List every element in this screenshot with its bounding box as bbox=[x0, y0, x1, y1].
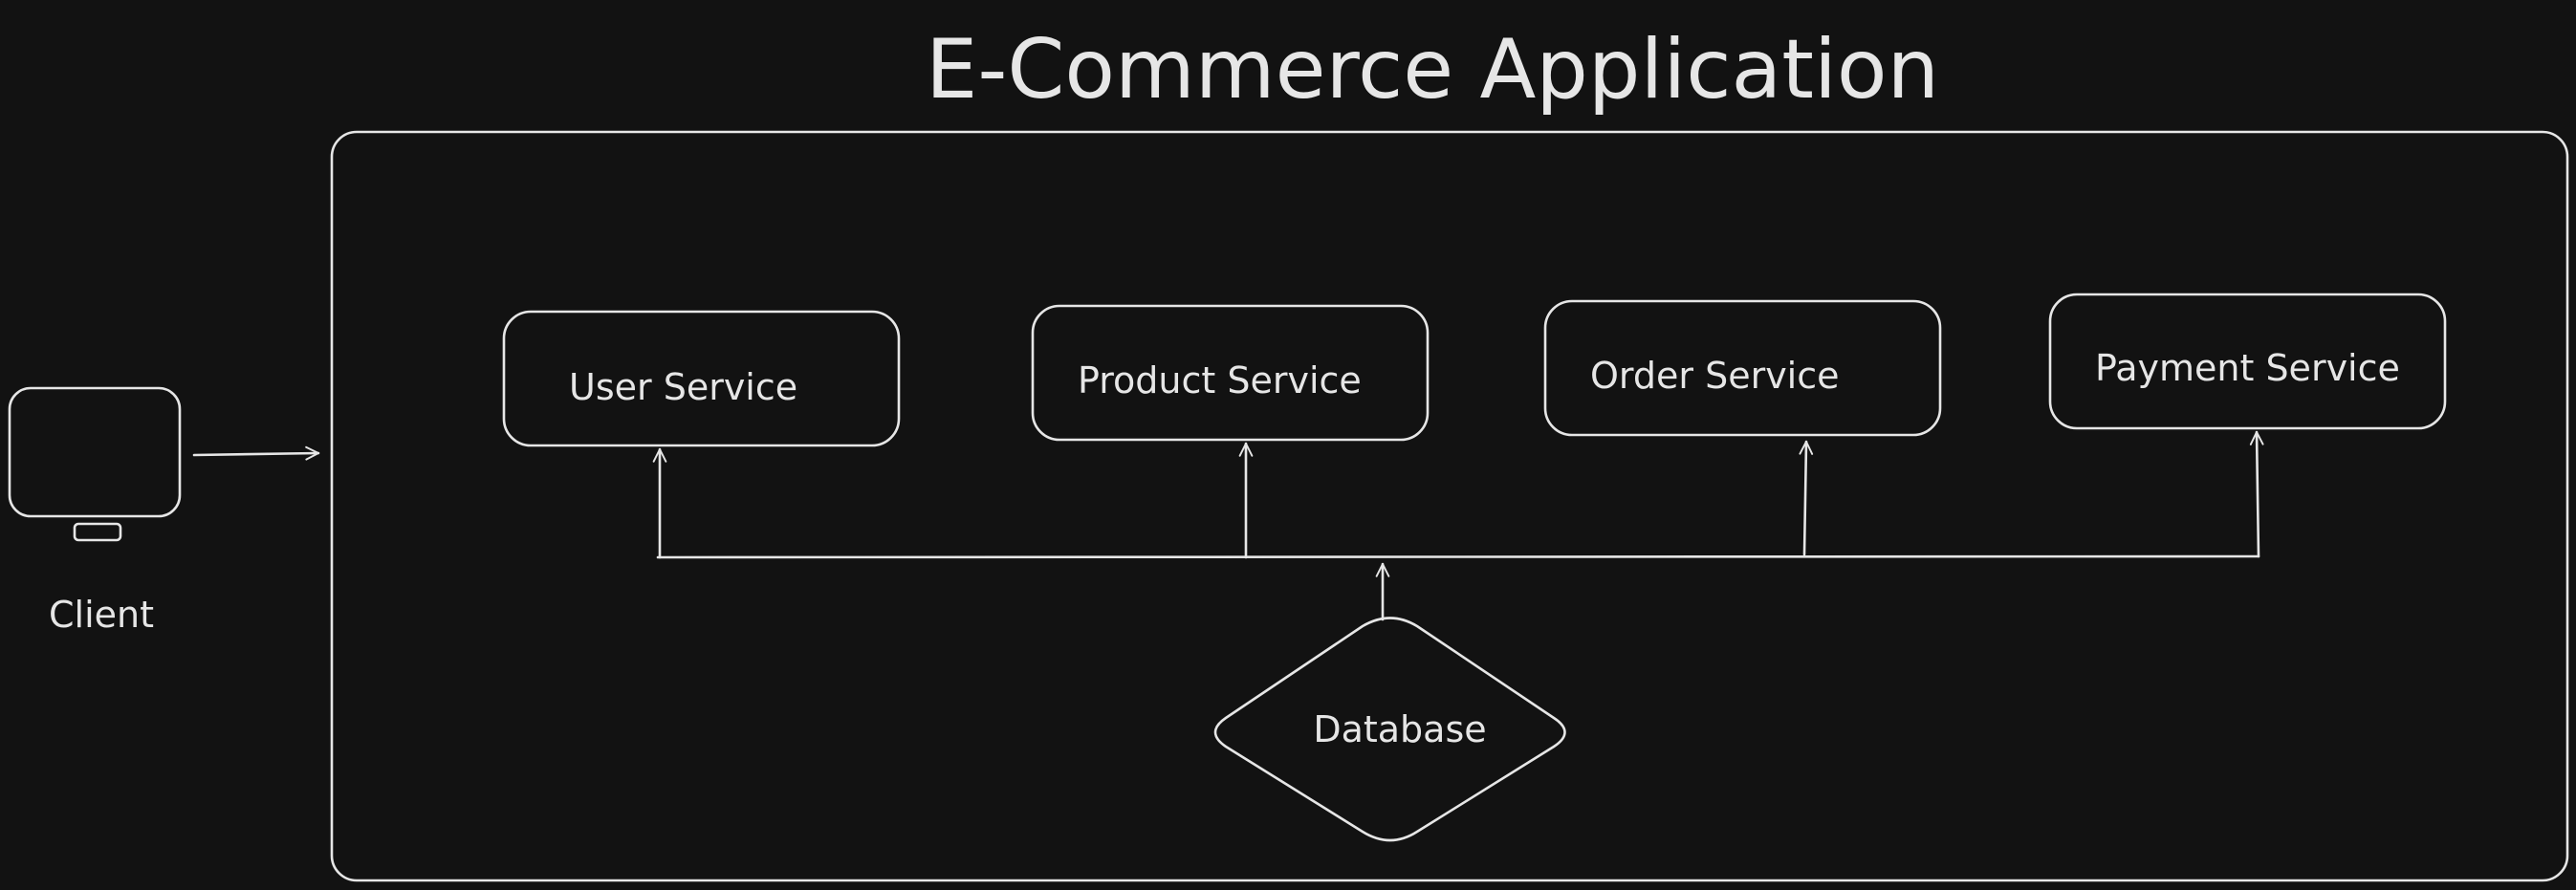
service-label: Payment Service bbox=[2095, 347, 2400, 389]
monitor-icon bbox=[8, 386, 182, 542]
diagram-title: E-Commerce Application bbox=[926, 22, 1939, 118]
service-payment: Payment Service bbox=[2048, 293, 2447, 430]
service-label: Product Service bbox=[1078, 359, 1362, 402]
database-node: Database bbox=[1213, 617, 1566, 842]
arrow-to-order-service bbox=[1799, 440, 1814, 556]
service-label: Order Service bbox=[1590, 355, 1840, 397]
client-label: Client bbox=[49, 594, 154, 636]
service-user: User Service bbox=[502, 310, 901, 447]
arrow-to-payment-service bbox=[2249, 430, 2264, 558]
service-product: Product Service bbox=[1031, 304, 1430, 442]
database-label: Database bbox=[1313, 708, 1486, 750]
service-label: User Service bbox=[569, 366, 797, 408]
application-container bbox=[330, 130, 2569, 882]
client-arrow bbox=[192, 445, 320, 461]
connector-bus bbox=[656, 554, 2260, 559]
service-order: Order Service bbox=[1543, 299, 1942, 437]
